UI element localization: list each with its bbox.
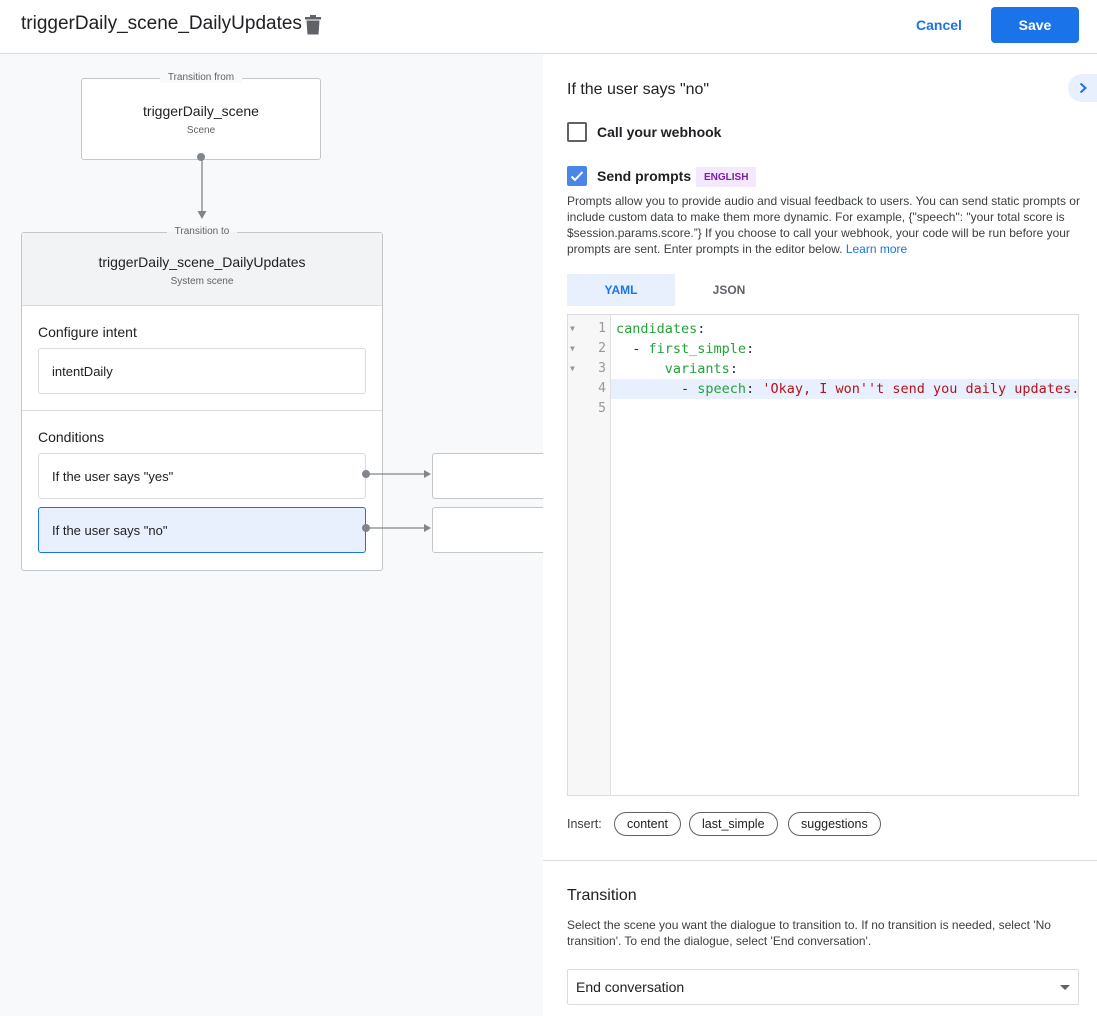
target-node-yes[interactable] [432, 453, 543, 499]
node-title: triggerDaily_scene [143, 103, 259, 119]
insert-chip-last-simple[interactable]: last_simple [689, 812, 778, 836]
line-number-text: 5 [598, 401, 606, 416]
indent [616, 341, 632, 357]
webhook-label: Call your webhook [597, 124, 722, 140]
yaml-value: 'Okay, I won''t send you daily updates.' [762, 381, 1079, 397]
yaml-key: speech [697, 381, 747, 397]
webhook-checkbox[interactable] [567, 122, 587, 142]
transition-select[interactable]: End conversation [567, 969, 1079, 1005]
code-line[interactable] [611, 399, 1078, 419]
insert-chip-suggestions[interactable]: suggestions [788, 812, 881, 836]
dash: - [681, 381, 698, 397]
connector-arrow [197, 157, 207, 219]
target-node-no[interactable] [432, 507, 543, 553]
transition-to-node: Transition to triggerDaily_scene_DailyUp… [21, 226, 383, 571]
connector-arrow [366, 470, 431, 478]
fold-arrow-icon[interactable]: ▼ [570, 364, 575, 373]
check-icon [570, 171, 584, 182]
line-number: ▼3 [568, 359, 610, 379]
transition-from-node[interactable]: Transition from triggerDaily_scene Scene [81, 72, 321, 160]
connector-dot [197, 153, 205, 161]
indent [616, 381, 681, 397]
dropdown-arrow-icon [1060, 985, 1070, 990]
line-number-text: 3 [598, 361, 606, 376]
divider [543, 860, 1097, 861]
node-subtitle: Scene [186, 125, 216, 136]
send-prompts-checkbox[interactable] [567, 166, 587, 186]
code-line[interactable]: variants: [611, 359, 1078, 379]
top-bar: triggerDaily_scene_DailyUpdates Cancel S… [0, 0, 1097, 54]
line-number-text: 1 [598, 321, 606, 336]
connector-arrow [366, 524, 431, 532]
fold-arrow-icon[interactable]: ▼ [570, 324, 575, 333]
collapse-panel-button[interactable] [1068, 74, 1097, 102]
intent-field[interactable]: intentDaily [38, 348, 366, 394]
code-line[interactable]: candidates: [616, 321, 706, 337]
learn-more-link[interactable]: Learn more [845, 242, 908, 256]
tab-json[interactable]: JSON [712, 283, 746, 297]
cancel-button[interactable]: Cancel [916, 17, 962, 33]
dash: - [632, 341, 649, 357]
node-legend: Transition to [166, 226, 238, 237]
condition-no[interactable]: If the user says "no" [38, 507, 366, 553]
yaml-key: first_simple [648, 341, 747, 357]
chevron-right-icon [1079, 82, 1087, 94]
node-title: triggerDaily_scene_DailyUpdates [98, 254, 306, 270]
tab-yaml[interactable]: YAML [567, 274, 675, 306]
line-number-text: 2 [598, 341, 606, 356]
condition-yes[interactable]: If the user says "yes" [38, 453, 366, 499]
page-title: triggerDaily_scene_DailyUpdates [21, 13, 302, 34]
send-prompts-label: Send prompts [597, 168, 692, 184]
line-number: ▼2 [568, 339, 610, 359]
language-badge: ENGLISH [696, 167, 757, 187]
condition-panel: If the user says "no" Call your webhook … [543, 54, 1097, 1016]
trash-icon[interactable] [305, 15, 321, 35]
fold-arrow-icon[interactable]: ▼ [570, 344, 575, 353]
line-number: 5 [568, 399, 610, 419]
transition-title: Transition [567, 887, 637, 904]
line-number: 4 [568, 379, 610, 399]
transition-selected: End conversation [576, 979, 685, 995]
code-line[interactable]: - speech: 'Okay, I won''t send you daily… [611, 379, 1078, 399]
description-text: Prompts allow you to provide audio and v… [567, 194, 1080, 256]
code-line[interactable]: - first_simple: [611, 339, 1078, 359]
transition-description: Select the scene you want the dialogue t… [567, 918, 1051, 948]
insert-label: Insert: [567, 817, 602, 831]
configure-intent-label: Configure intent [38, 324, 137, 340]
panel-title: If the user says "no" [567, 81, 710, 98]
line-number: ▼1 [568, 319, 610, 339]
prompts-description: Prompts allow you to provide audio and v… [567, 193, 1081, 257]
line-number-text: 4 [598, 381, 606, 396]
node-subtitle: System scene [170, 276, 234, 287]
indent [616, 361, 665, 377]
save-button[interactable]: Save [991, 7, 1079, 43]
insert-chip-content[interactable]: content [614, 812, 682, 836]
yaml-key: candidates [616, 321, 698, 337]
yaml-key: variants [664, 361, 730, 377]
scene-canvas: Transition from triggerDaily_scene Scene… [0, 54, 543, 1016]
conditions-label: Conditions [38, 429, 105, 445]
node-legend: Transition from [159, 72, 243, 83]
